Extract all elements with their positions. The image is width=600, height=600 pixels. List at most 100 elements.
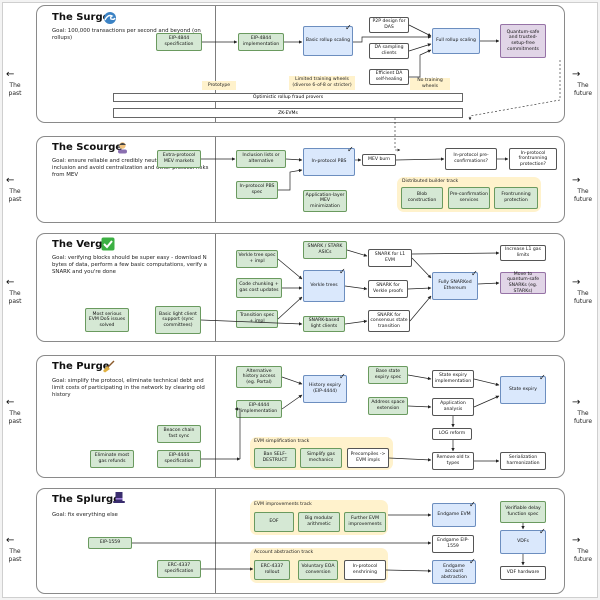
section-goal: Goal: ensure reliable and credibly neutr…	[52, 158, 209, 178]
eip4844-spec: EIP-4844 specification	[156, 33, 202, 51]
past-label: The past	[8, 548, 22, 563]
prototype-label: Prototype	[202, 81, 236, 90]
simplify-gas-mechanics: Simplify gas mechanics	[300, 448, 342, 468]
section-goal: Goal: simplify the protocol, eliminate t…	[52, 378, 205, 398]
log-reform: LOG reform	[432, 428, 472, 440]
snark-for-verkle-proofs: SNARK for Verkle proofs	[368, 280, 408, 298]
right-arrow-icon: →	[572, 277, 581, 288]
eliminate-gas-refunds: Eliminate most gas refunds	[90, 450, 134, 468]
big-modular-arithmetic: Big modular arithmetic	[298, 512, 340, 532]
alternative-history-access: Alternative history access (eg. Portal)	[236, 366, 282, 388]
in-protocol-frontrunning-protection: In-protocol frontrunning protection?	[509, 148, 557, 170]
further-evm-improvements: Further EVM improvements	[344, 512, 386, 532]
zk-evms-bar: ZK-EVMs	[113, 108, 463, 118]
checkmark-icon: ✓	[469, 500, 476, 509]
inclusion-lists: Inclusion lists or alternative	[236, 150, 286, 168]
serialization-harmonization: Serialization harmonization	[500, 452, 546, 470]
in-protocol-preconfirmations: In-protocol pre-confirmations?	[445, 148, 497, 170]
section-divider	[215, 356, 216, 477]
section-goal: Goal: 100,000 transactions per second an…	[52, 28, 201, 41]
evm-dos-issues-solved: Most serious EVM DoS issues solved	[85, 308, 129, 332]
left-arrow-icon: ←	[6, 69, 15, 80]
limited-training-wheels-label: Limited training wheels (diverse 6-of-8 …	[289, 76, 355, 90]
transition-spec: Transition spec + impl	[236, 310, 278, 328]
future-label: The future	[573, 82, 593, 97]
track-title: EVM improvements track	[254, 502, 312, 507]
erc4337-rollout: ERC-4337 rollout	[254, 560, 290, 580]
section-title: The Purge	[52, 361, 110, 372]
person-icon	[116, 141, 129, 157]
checkmark-icon: ✓	[539, 527, 546, 536]
extra-protocol-mev-markets: Extra-protocol MEV markets	[157, 150, 201, 168]
past-label: The past	[8, 82, 22, 97]
fully-snarked-ethereum: Fully SNARKed Ethereum	[432, 272, 478, 300]
section-divider	[215, 6, 216, 122]
snark-light-clients: SNARK-based light clients	[303, 316, 345, 332]
in-protocol-pbs: In-protocol PBS	[303, 148, 355, 176]
verkle-trees: Verkle trees	[303, 270, 345, 302]
ban-selfdestruct: Ban SELF-DESTRUCT	[254, 448, 296, 468]
vdfs: VDFs	[500, 530, 546, 554]
code-chunking: Code chunking + gas cost updates	[236, 278, 282, 298]
checkmark-icon: ✓	[345, 23, 352, 32]
snark-for-consensus: SNARK for consensus state transition	[368, 310, 410, 332]
precompiles-to-evm: Precompiles -> EVM impls	[347, 448, 389, 468]
checkmark-icon: ✓	[539, 373, 546, 382]
past-label: The past	[8, 188, 22, 203]
left-arrow-icon: ←	[6, 175, 15, 186]
erc4337-specification: ERC-4337 specification	[157, 560, 201, 578]
endgame-eip1559: Endgame EIP-1559	[432, 535, 474, 553]
history-expiry: History expiry (EIP-4444)	[303, 375, 347, 403]
left-arrow-icon: ←	[6, 277, 15, 288]
right-arrow-icon: →	[572, 175, 581, 186]
blob-construction: Blob construction	[401, 187, 443, 209]
top-hat-icon	[112, 491, 126, 508]
vdf-hardware: VDF hardware	[500, 566, 546, 580]
checkmark-icon: ✓	[469, 557, 476, 566]
verkle-tree-spec: Verkle tree spec + impl	[236, 250, 278, 268]
future-label: The future	[573, 410, 593, 425]
right-arrow-icon: →	[572, 69, 581, 80]
preconfirmation-services: Pre-confirmation services	[448, 187, 490, 209]
checkmark-icon: ✓	[471, 269, 478, 278]
track-title: Account abstraction track	[254, 550, 314, 555]
left-arrow-icon: ←	[6, 397, 15, 408]
voluntary-eoa-conversion: Voluntary EOA conversion	[298, 560, 338, 580]
application-analysis: Application analysis	[432, 398, 474, 416]
checkmark-icon: ✓	[339, 372, 346, 381]
snark-stark-asics: SNARK / STARK ASICs	[303, 241, 347, 259]
future-label: The future	[573, 188, 593, 203]
section-title: The Scourge	[52, 142, 123, 153]
application-layer-mev-minimization: Application-layer MEV minimization	[303, 190, 347, 212]
optimistic-fraud-provers-bar: Optimistic rollup fraud provers	[113, 93, 463, 102]
mev-burn: MEV burn	[362, 154, 396, 166]
full-rollup-scaling: Full rollup scaling	[432, 28, 480, 54]
eip4844-impl: EIP-4844 implementation	[238, 33, 284, 51]
endgame-account-abstraction: Endgame account abstraction	[432, 560, 476, 584]
snark-for-l1-evm: SNARK for L1 EVM	[368, 249, 412, 267]
checkmark-icon: ✓	[347, 145, 354, 154]
vdf-spec: Verifiable delay function spec	[500, 501, 546, 523]
in-protocol-enshrining: In-protocol enshrining	[344, 560, 386, 580]
checkmark-icon: ✓	[339, 267, 346, 276]
endgame-evm: Endgame EVM	[432, 503, 476, 527]
section-divider	[215, 137, 216, 222]
eip4444-implementation: EIP-4444 implementation	[236, 400, 282, 418]
no-training-wheels-label: No training wheels	[410, 78, 450, 90]
state-expiry-implementation: State expiry implementation	[432, 370, 474, 388]
basic-rollup-scaling: Basic rollup scaling	[303, 26, 353, 56]
past-label: The past	[8, 290, 22, 305]
base-state-expiry-spec: Base state expiry spec	[368, 366, 408, 384]
in-protocol-pbs-spec: In-protocol PBS spec	[236, 181, 278, 199]
efficient-da-self-healing: Efficient DA self-healing	[369, 69, 409, 85]
eof: EOF	[254, 512, 294, 532]
left-arrow-icon: ←	[6, 535, 15, 546]
increase-l1-gas-limits: Increase L1 gas limits	[500, 245, 546, 261]
section-title: The Verge	[52, 239, 110, 250]
remove-old-tx-types: Remove old tx types	[432, 452, 474, 470]
checkmark-icon	[101, 237, 115, 254]
track-title: EVM simplification track	[254, 439, 310, 444]
eip4444-specification: EIP-4444 specification	[157, 450, 201, 468]
section-goal: Goal: verifying blocks should be super e…	[52, 255, 207, 275]
basic-light-client-support: Basic light client support (sync committ…	[155, 306, 201, 334]
